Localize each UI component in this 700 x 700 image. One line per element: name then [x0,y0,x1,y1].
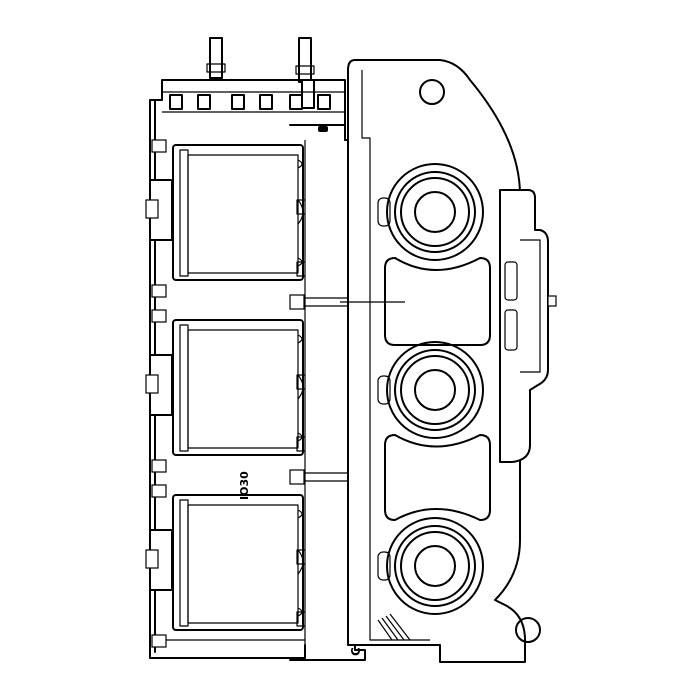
side-module [499,189,557,463]
mounting-hole-bottom [515,617,541,643]
valve-port-middle [377,341,484,439]
solenoid-coil-bottom [145,494,304,631]
valve-port-bottom [377,517,484,615]
side-code-marking: IO30 [238,471,251,500]
coil-clips [151,139,167,648]
valve-block [347,59,541,663]
port-pockets [340,257,491,521]
valve-port-top [377,163,484,261]
bottom-code-marking: C [349,647,363,656]
markings: IO30 C [238,471,363,656]
solenoid-coil-top [145,144,304,281]
mounting-hole-top [419,79,445,105]
solenoid-coil-middle [145,319,304,456]
